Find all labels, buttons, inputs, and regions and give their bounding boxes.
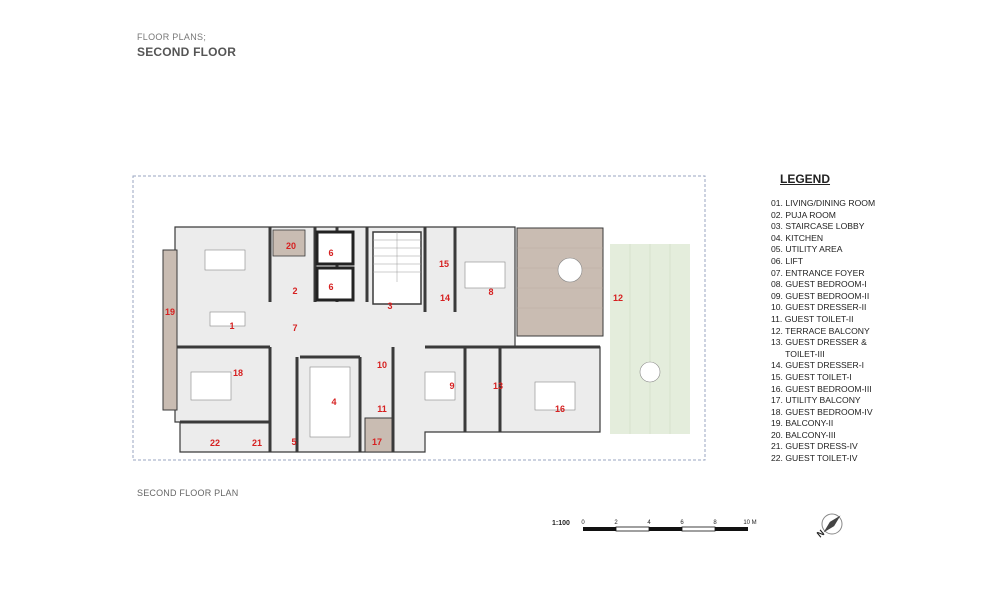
drawing-subtitle: FLOOR PLANS;	[137, 32, 207, 42]
room-label-3: 3	[387, 301, 392, 311]
legend-item: 18. GUEST BEDROOM-IV	[771, 406, 873, 417]
north-label: N	[815, 528, 826, 540]
legend-item: 03. STAIRCASE LOBBY	[771, 221, 865, 232]
scale-tick-label: 6	[680, 520, 684, 526]
legend-item: 02. PUJA ROOM	[771, 209, 836, 220]
legend-item: 12. TERRACE BALCONY	[771, 325, 870, 336]
room-label-6a: 6	[328, 248, 333, 258]
scale-bar: 0 2 4 6 8 10 M	[581, 520, 757, 532]
legend-item: 21. GUEST DRESS-IV	[771, 441, 858, 452]
scale-bar-segments	[583, 526, 748, 532]
legend-item: 06. LIFT	[771, 255, 803, 266]
balcony-iii	[272, 229, 306, 257]
scale-ratio: 1:100	[552, 520, 570, 527]
site-boundary	[132, 175, 706, 461]
room-label-21: 21	[252, 438, 262, 448]
legend-item: 11. GUEST TOILET-II	[771, 313, 854, 324]
scale-tick-label: 4	[647, 520, 651, 526]
legend-list: 01. LIVING/DINING ROOM 02. PUJA ROOM 03.…	[771, 198, 875, 465]
room-label-4: 4	[331, 397, 336, 407]
room-label-5: 5	[291, 437, 296, 447]
room-label-15: 15	[439, 259, 449, 269]
balcony-ii	[162, 249, 178, 411]
room-label-2: 2	[292, 286, 297, 296]
room-label-1: 1	[229, 321, 234, 331]
legend-item: 01. LIVING/DINING ROOM	[771, 198, 876, 208]
floor-plan-drawing: 1 2 3 4 5 6 6 7 8 9 10 11 12 13 14 15 16…	[132, 175, 706, 461]
legend-item: 08. GUEST BEDROOM-I	[771, 279, 867, 290]
scale-tick-label: 10 M	[743, 520, 756, 526]
legend-item: 19. BALCONY-II	[771, 418, 834, 429]
scale-tick-label: 8	[713, 520, 717, 526]
room-label-8: 8	[488, 287, 493, 297]
legend-item: 09. GUEST BEDROOM-II	[771, 290, 870, 301]
room-label-14: 14	[440, 293, 450, 303]
legend-item: 17. UTILITY BALCONY	[771, 395, 861, 406]
legend-item: 10. GUEST DRESSER-II	[771, 302, 867, 313]
legend-item: 15. GUEST TOILET-I	[771, 371, 852, 382]
room-label-13: 13	[493, 381, 503, 391]
room-label-19: 19	[165, 307, 175, 317]
room-label-9: 9	[449, 381, 454, 391]
room-label-16: 16	[555, 404, 565, 414]
legend-item: 16. GUEST BEDROOM-III	[771, 383, 872, 394]
legend-item: 20. BALCONY-III	[771, 429, 836, 440]
legend-item: 14. GUEST DRESSER-I	[771, 360, 864, 371]
lift-shaft-1	[315, 230, 355, 266]
scale-tick-label: 2	[614, 520, 618, 526]
scale-tick-label: 0	[581, 520, 585, 526]
room-label-11: 11	[377, 404, 387, 414]
plan-caption: SECOND FLOOR PLAN	[137, 488, 239, 498]
utility-balcony	[364, 417, 394, 453]
room-label-12: 12	[613, 293, 623, 303]
room-label-20: 20	[286, 241, 296, 251]
north-arrow-icon: N	[815, 513, 843, 540]
terrace-deck	[516, 227, 604, 337]
legend-item: 22. GUEST TOILET-IV	[771, 453, 858, 464]
legend-item: 13. GUEST DRESSER &	[771, 337, 867, 348]
legend-item: 07. ENTRANCE FOYER	[771, 267, 865, 278]
room-label-18: 18	[233, 368, 243, 378]
room-label-17: 17	[372, 437, 382, 447]
room-label-7: 7	[292, 323, 297, 333]
room-label-22: 22	[210, 438, 220, 448]
room-label-6b: 6	[328, 282, 333, 292]
lift-shaft-2	[315, 266, 355, 302]
drawing-title: SECOND FLOOR	[137, 45, 237, 59]
legend-item: TOILET-III	[771, 348, 825, 359]
room-label-10: 10	[377, 360, 387, 370]
legend-item: 04. KITCHEN	[771, 232, 824, 243]
legend-title: LEGEND	[780, 172, 831, 186]
legend-item: 05. UTILITY AREA	[771, 244, 843, 255]
